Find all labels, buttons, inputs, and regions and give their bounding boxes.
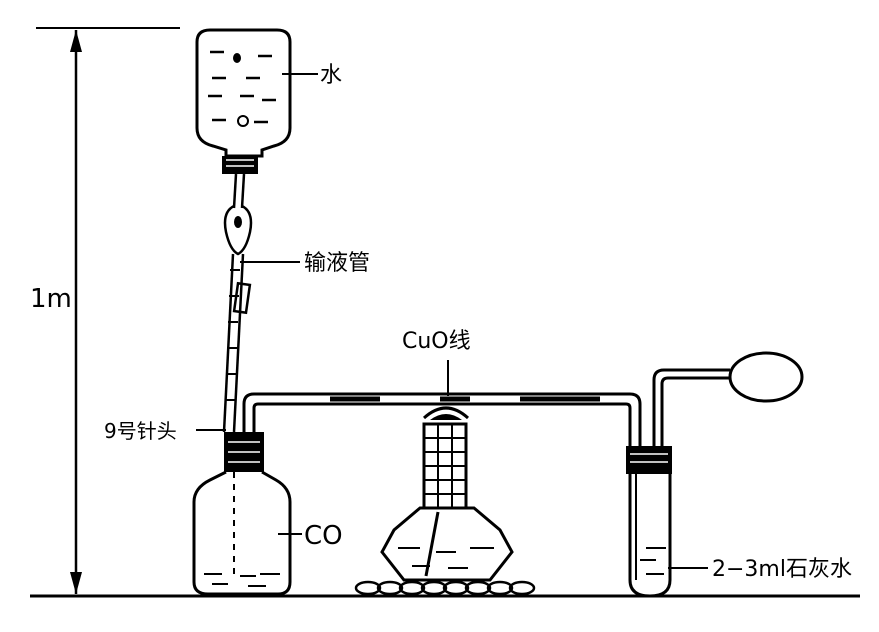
height-label: 1m xyxy=(30,284,72,314)
height-dimension xyxy=(36,27,180,594)
limewater-label: 2−3ml石灰水 xyxy=(712,557,852,582)
water-label: 水 xyxy=(320,63,342,88)
water-bottle xyxy=(195,28,292,174)
limewater-test-tube xyxy=(626,351,804,598)
needle-label: 9号针头 xyxy=(104,419,177,443)
co-label: CO xyxy=(304,521,343,551)
infusion-tube-label: 输液管 xyxy=(304,251,370,276)
infusion-tube xyxy=(222,173,253,433)
delivery-tube xyxy=(242,392,642,446)
co-bottle xyxy=(192,432,292,596)
alcohol-lamp xyxy=(354,406,536,596)
cuo-wire-label: CuO线 xyxy=(402,329,471,354)
